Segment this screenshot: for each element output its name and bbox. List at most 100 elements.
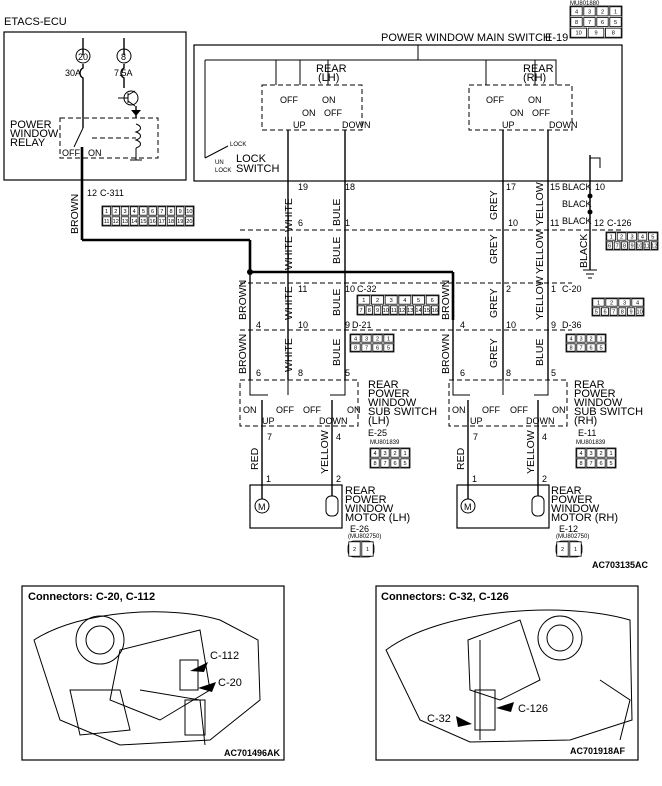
connector-pin-label: 14	[415, 308, 421, 314]
connector-pin-label: 2	[376, 298, 379, 304]
photo2-callout-c32: C-32	[427, 713, 451, 725]
photo1-title: Connectors: C-20, C-112	[28, 591, 155, 603]
rear-lh-down: DOWN	[342, 120, 371, 130]
motor-rh-label-2: POWER	[551, 494, 593, 506]
connector-pin-cell	[605, 27, 622, 38]
sub-switch-lh-box	[239, 379, 359, 427]
fuse-number-circle	[116, 48, 132, 64]
sub-lh-up: UP	[262, 416, 275, 426]
motor-rh-label-4: MOTOR (RH)	[551, 512, 618, 524]
connector-pin-cell	[166, 216, 176, 226]
connector-pin-cell	[111, 206, 120, 216]
connector-pin-label: 7	[588, 20, 591, 26]
relay-label-1: POWER	[10, 119, 52, 131]
photo-panel-c32-c126	[375, 585, 639, 761]
connector-pin-label: 10	[383, 308, 389, 314]
connector-pin-label: 8	[354, 346, 357, 352]
connector-pin-label: 1	[574, 547, 577, 553]
connector-pin-cell	[635, 307, 644, 316]
c126-label: C-126	[607, 218, 632, 228]
c20-label: C-20	[562, 284, 582, 294]
connector-pin-label: 8	[575, 20, 578, 26]
wire-black-2: BLACK	[562, 199, 592, 209]
pin-2-e26: 2	[336, 474, 341, 484]
fuse-20-amp: 30A	[65, 68, 81, 78]
wire-bule-3: BULE	[331, 289, 343, 316]
pin-4-d21: 4	[256, 320, 261, 330]
connector-pin-cell	[400, 458, 410, 468]
c32-label: C-32	[357, 284, 377, 294]
sub-lh-label-5: (LH)	[368, 415, 389, 427]
lock-switch-contact	[204, 145, 229, 159]
connector-pin-label: 2	[353, 547, 356, 553]
wire-yellow-lh: YELLOW	[319, 430, 331, 474]
connector-pin-label: 10	[186, 209, 192, 215]
connector-pin-cell	[139, 216, 148, 226]
motor-rh-box	[456, 484, 550, 529]
photo2-title: Connectors: C-32, C-126	[381, 591, 509, 603]
motor-rh-label-1: REAR	[551, 485, 582, 497]
connector-pin-cell	[431, 305, 439, 315]
rear-rh-on-1: ON	[510, 108, 524, 118]
connector-pin-label: 3	[589, 451, 592, 457]
sub-rh-on-2: ON	[552, 405, 566, 415]
pin-10-d21: 10	[298, 320, 308, 330]
photo1-callout-c112: C-112	[210, 650, 239, 662]
connector-pin-cell	[166, 206, 176, 216]
figure-code: AC703135AC	[592, 560, 649, 570]
connector-pin-cell	[157, 206, 166, 216]
pin-2-c20: 2	[506, 284, 511, 294]
connector-pin-cell	[631, 298, 644, 307]
fuse-number-circle	[75, 48, 91, 64]
connector-pin-cell	[361, 334, 372, 343]
sub-lh-label-1: REAR	[368, 379, 399, 391]
connector-pin-label: 3	[588, 9, 591, 15]
connector-pin-label: 3	[123, 209, 126, 215]
connector-pin-cell	[586, 343, 596, 352]
connector-pin-label: 4	[579, 451, 582, 457]
motor-rh-breaker	[531, 495, 545, 517]
connector-pin-cell	[380, 448, 390, 458]
connector-pin-label: 6	[599, 461, 602, 467]
lock-switch-label-1: LOCK	[236, 153, 267, 165]
sub-rh-label-2: POWER	[574, 388, 616, 400]
connector-pin-label: 3	[623, 301, 626, 307]
rear-lh-on-1: ON	[302, 108, 316, 118]
sub-lh-label-3: WINDOW	[368, 397, 417, 409]
pin-7-e25: 7	[267, 432, 272, 442]
e11-label: E-11	[578, 428, 596, 438]
relay-label-3: RELAY	[10, 137, 46, 149]
pin-1-c126: 1	[345, 218, 350, 228]
motor-lh-breaker	[325, 495, 339, 517]
connector-pin-label: 9	[594, 31, 597, 37]
connector-pin-label: 2	[393, 451, 396, 457]
pin-2-e12: 2	[542, 474, 547, 484]
connector-pin-label: 3	[630, 235, 633, 241]
connector-pin-cell	[390, 448, 400, 458]
connector-pin-label: 14	[131, 219, 137, 225]
connector-pin-cell	[570, 6, 583, 17]
relay-contact	[73, 127, 84, 148]
pin-8-e25: 8	[298, 368, 303, 378]
connector-pin-cell	[606, 448, 616, 458]
rear-rh-off-2: OFF	[532, 108, 550, 118]
connector-pin-cell	[627, 232, 637, 241]
connector-pin-cell	[618, 307, 627, 316]
arrow-icon	[190, 662, 208, 672]
connector-pin-label: 1	[610, 235, 613, 241]
connector-pin-cell	[414, 305, 423, 315]
sub-lh-label-4: SUB SWITCH	[368, 406, 437, 418]
svg-text:M: M	[464, 502, 472, 512]
connector-pin-label: 6	[431, 298, 434, 304]
pin-11-c126: 11	[550, 218, 559, 228]
photo1-dashboard-sketch	[33, 611, 261, 746]
arrow-icon	[496, 702, 514, 712]
rear-lh-switch-box	[261, 84, 363, 131]
wire-white-1: WHITE	[283, 198, 295, 232]
motor-lh-label-2: POWER	[345, 494, 387, 506]
mu801839-lh: MU801839	[370, 440, 400, 446]
photo2-code: AC701918AF	[570, 746, 626, 756]
photo2-dashboard-sketch	[385, 609, 633, 743]
